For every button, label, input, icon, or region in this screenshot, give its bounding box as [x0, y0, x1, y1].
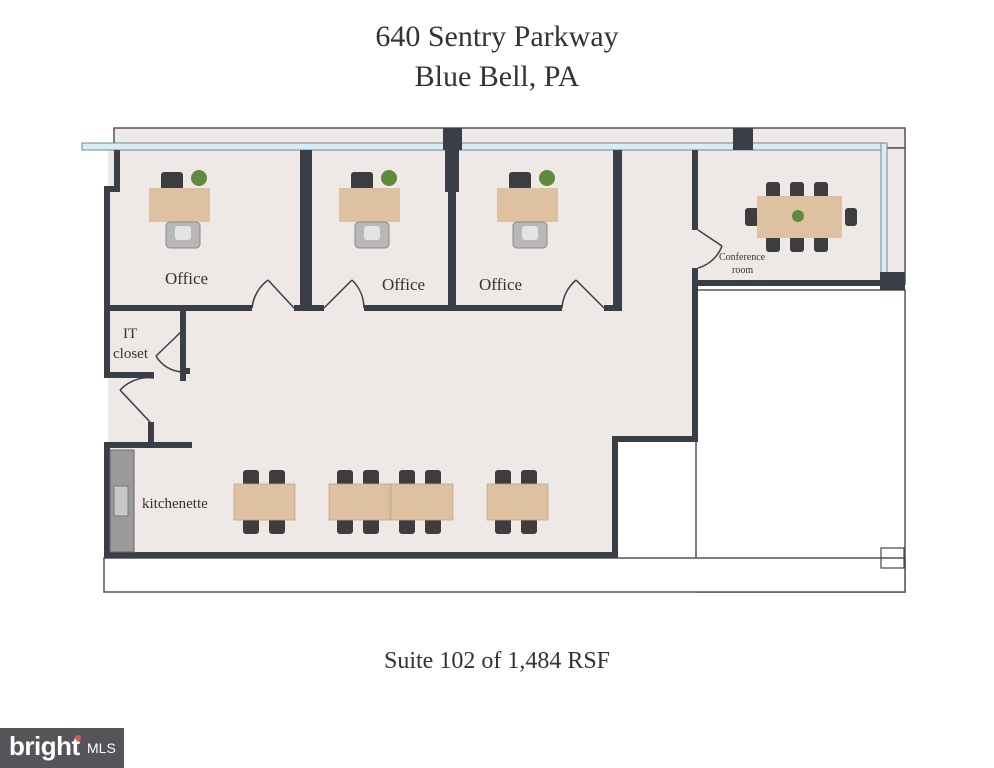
plant-icon	[792, 210, 804, 222]
open-area-tables	[243, 470, 537, 534]
column-2	[733, 128, 753, 150]
plant-icon	[381, 170, 397, 186]
outer-right-strip	[885, 147, 906, 285]
open-area-desks	[233, 483, 549, 521]
window-top	[81, 142, 888, 151]
doors	[119, 229, 723, 423]
logo-suffix: MLS	[87, 740, 116, 756]
label-office-3: Office	[479, 275, 522, 294]
office-1-furniture	[149, 170, 210, 249]
conference-table	[745, 182, 857, 252]
small-fixture	[880, 547, 905, 569]
column-3	[880, 272, 905, 290]
plant-icon	[191, 170, 207, 186]
office-3-furniture	[497, 170, 558, 249]
outer-boundary-right-lower	[695, 289, 906, 593]
label-it-1: IT	[123, 326, 137, 342]
column-1	[443, 128, 462, 150]
plant-icon	[539, 170, 555, 186]
label-kitchenette: kitchenette	[142, 496, 208, 512]
label-conference-2: room	[732, 265, 753, 276]
outer-boundary-bottom	[103, 557, 906, 593]
kitchen-sink	[113, 485, 129, 517]
window-right	[880, 142, 888, 274]
column-1-lower	[445, 150, 459, 192]
suite-caption: Suite 102 of 1,484 RSF	[383, 648, 611, 674]
label-it-2: closet	[113, 346, 149, 362]
label-office-1: Office	[165, 269, 208, 288]
address-line-1: 640 Sentry Parkway	[375, 20, 619, 53]
bright-mls-logo: bright MLS	[0, 728, 124, 768]
walls	[104, 150, 882, 558]
label-conference-1: Conference	[719, 252, 766, 263]
address-line-2: Blue Bell, PA	[414, 60, 580, 93]
logo-dot-icon	[75, 735, 81, 741]
logo-brand: bright	[9, 731, 80, 761]
label-office-2: Office	[382, 275, 425, 294]
office-2-furniture	[339, 170, 400, 249]
